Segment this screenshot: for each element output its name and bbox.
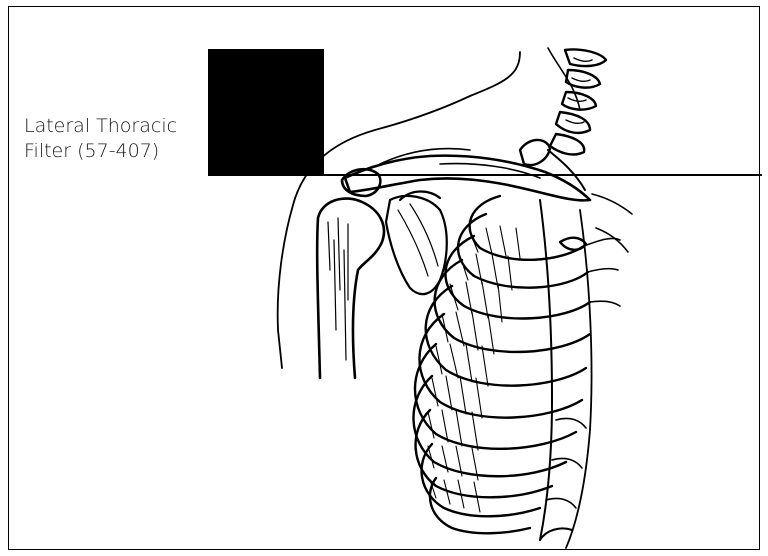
rib-shading bbox=[428, 226, 520, 512]
skeleton-drawing bbox=[278, 48, 632, 548]
humerus bbox=[317, 199, 384, 378]
upper-rib-left bbox=[520, 140, 550, 165]
thoracic-filter-block bbox=[208, 49, 324, 175]
rib-right-edge bbox=[592, 194, 632, 252]
